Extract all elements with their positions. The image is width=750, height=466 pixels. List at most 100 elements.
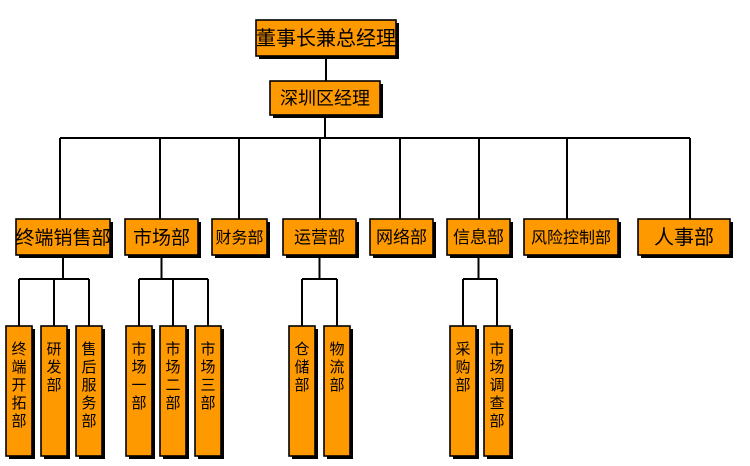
shenzhen-manager-box: 深圳区经理 xyxy=(269,80,383,118)
sub-department-box: 市场二部 xyxy=(159,325,189,459)
box-rect xyxy=(5,325,33,457)
department-box: 人事部 xyxy=(637,218,733,258)
department-box-label: 财务部 xyxy=(215,228,263,247)
label-char: 部 xyxy=(455,376,470,394)
box-rect xyxy=(288,325,316,457)
department-box-label: 人事部 xyxy=(654,225,714,249)
label-char: 一 xyxy=(131,376,146,394)
box-rect xyxy=(15,218,111,256)
label-char: 流 xyxy=(329,358,344,376)
sub-department-box: 市场调查部 xyxy=(483,325,513,459)
chairman-gm-box-label: 董事长兼总经理 xyxy=(256,26,396,50)
box-rect xyxy=(75,325,103,457)
label-char: 服 xyxy=(81,376,96,394)
department-box: 网络部 xyxy=(369,218,436,258)
label-char: 市 xyxy=(200,340,215,358)
box-rect xyxy=(483,325,511,457)
box-rect xyxy=(194,325,222,457)
box-rect xyxy=(269,80,381,116)
department-box-label: 风险控制部 xyxy=(531,228,611,247)
label-char: 场 xyxy=(165,358,180,376)
label-char: 部 xyxy=(489,412,504,430)
label-char: 开 xyxy=(11,376,26,394)
sub-department-box: 采购部 xyxy=(449,325,479,459)
sub-department-box-label: 售后服务部 xyxy=(81,340,96,430)
box-rect xyxy=(159,325,187,457)
label-char: 购 xyxy=(455,358,470,376)
department-box: 市场部 xyxy=(124,218,201,258)
department-box: 风险控制部 xyxy=(523,218,621,258)
sub-department-box-label: 市场三部 xyxy=(200,340,215,412)
box-rect xyxy=(125,325,153,457)
label-char: 场 xyxy=(489,358,504,376)
sub-department-box-label: 市场二部 xyxy=(165,340,180,412)
sub-department-box: 市场三部 xyxy=(194,325,224,459)
label-char: 发 xyxy=(46,358,61,376)
box-rect xyxy=(523,218,619,256)
label-char: 部 xyxy=(165,394,180,412)
label-char: 售 xyxy=(81,340,96,358)
label-char: 调 xyxy=(489,376,504,394)
box-rect xyxy=(323,325,351,457)
sub-department-box-label: 市场一部 xyxy=(131,340,146,412)
label-char: 部 xyxy=(131,394,146,412)
label-char: 储 xyxy=(294,358,309,376)
sub-department-box: 终端开拓部 xyxy=(5,325,35,459)
label-char: 部 xyxy=(46,376,61,394)
shenzhen-manager-box-label: 深圳区经理 xyxy=(280,88,370,109)
department-box: 运营部 xyxy=(282,218,359,258)
box-rect xyxy=(282,218,357,256)
label-char: 仓 xyxy=(294,340,309,358)
label-char: 终 xyxy=(11,340,26,358)
sub-department-box: 售后服务部 xyxy=(75,325,105,459)
label-char: 二 xyxy=(165,376,180,394)
sub-department-box-label: 仓储部 xyxy=(294,340,309,394)
label-char: 研 xyxy=(46,340,61,358)
label-char: 场 xyxy=(131,358,146,376)
label-char: 部 xyxy=(294,376,309,394)
label-char: 物 xyxy=(329,340,344,358)
sub-department-box: 物流部 xyxy=(323,325,353,459)
label-char: 三 xyxy=(200,376,215,394)
sub-department-box-label: 研发部 xyxy=(46,340,61,394)
box-rect xyxy=(446,218,511,256)
box-rect xyxy=(449,325,477,457)
label-char: 务 xyxy=(81,394,96,412)
sub-department-box-label: 终端开拓部 xyxy=(11,340,26,430)
label-char: 部 xyxy=(81,412,96,430)
department-box-label: 网络部 xyxy=(376,228,427,248)
department-box: 终端销售部 xyxy=(15,218,113,258)
box-rect xyxy=(40,325,68,457)
chairman-gm-box: 董事长兼总经理 xyxy=(255,19,399,59)
label-char: 市 xyxy=(131,340,146,358)
label-char: 端 xyxy=(11,358,26,376)
sub-department-box: 仓储部 xyxy=(288,325,318,459)
department-box-label: 终端销售部 xyxy=(15,227,110,249)
department-box: 信息部 xyxy=(446,218,513,258)
department-box: 财务部 xyxy=(211,218,270,258)
label-char: 查 xyxy=(489,394,504,412)
sub-department-box-label: 市场调查部 xyxy=(489,340,504,430)
box-rect xyxy=(255,19,397,57)
sub-department-box: 市场一部 xyxy=(125,325,155,459)
label-char: 场 xyxy=(200,358,215,376)
sub-department-box-label: 采购部 xyxy=(455,340,470,394)
label-char: 市 xyxy=(489,340,504,358)
label-char: 采 xyxy=(455,340,470,358)
sub-department-box: 研发部 xyxy=(40,325,70,459)
department-box-label: 运营部 xyxy=(294,228,345,248)
department-box-label: 信息部 xyxy=(453,228,504,248)
label-char: 部 xyxy=(11,412,26,430)
label-char: 后 xyxy=(81,358,96,376)
sub-department-box-label: 物流部 xyxy=(329,340,344,394)
label-char: 部 xyxy=(200,394,215,412)
label-char: 部 xyxy=(329,376,344,394)
department-box-label: 市场部 xyxy=(133,227,190,249)
box-rect xyxy=(211,218,268,256)
box-rect xyxy=(124,218,199,256)
label-char: 拓 xyxy=(11,394,26,412)
label-char: 市 xyxy=(165,340,180,358)
box-rect xyxy=(637,218,731,256)
box-rect xyxy=(369,218,434,256)
